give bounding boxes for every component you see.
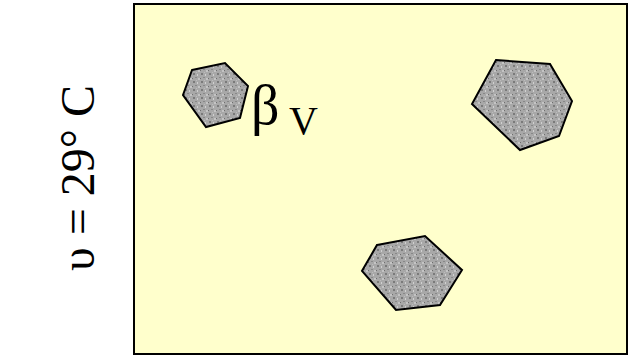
grain-particle [472, 60, 572, 150]
phase-subscript: V [289, 101, 318, 141]
grain-particle [362, 236, 462, 310]
temperature-label: υ = 29° C [54, 85, 102, 271]
specimen-region: βV [133, 3, 628, 355]
specimen-ground [134, 4, 627, 354]
grain-particle [183, 63, 248, 127]
phase-symbol: β [251, 77, 280, 133]
